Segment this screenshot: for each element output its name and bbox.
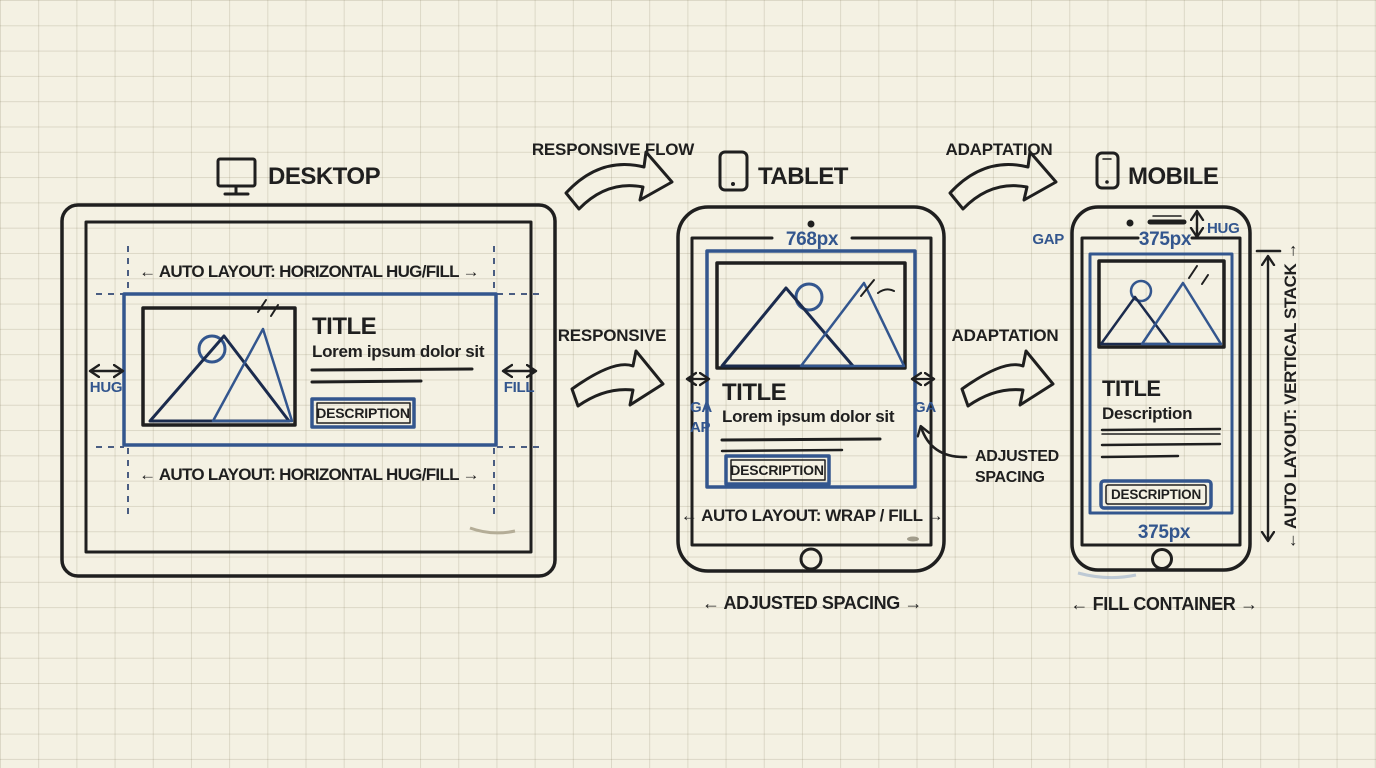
desktop-card-title: TITLE [312,313,377,340]
mobile-width-bottom: 375px [1138,522,1191,543]
adjusted-spacing-note: ADJUSTED SPACING [921,427,1059,486]
adaptation-mid-label: ADAPTATION [952,326,1059,345]
monitor-icon [216,157,257,196]
sketch-marks [860,279,895,297]
tablet-outer-frame [676,205,946,573]
desktop-button-label: DESCRIPTION [316,405,410,421]
tablet-header: TABLET [718,150,849,192]
tablet-gap-right: GA [914,399,936,416]
sketch-marks [1188,265,1209,285]
responsive-flow-arrow [564,150,674,211]
tablet-gap-left-line2: AP [690,419,711,436]
mountain-icon [1099,295,1172,346]
tablet-gap-left-line1: GA [690,399,712,416]
home-button-icon [799,547,823,571]
pencil-smudge [1077,571,1137,580]
mobile-device: 375px GAP HUG TITLE Description [1032,205,1258,614]
responsive-flow-label: RESPONSIVE FLOW [532,140,695,159]
desktop-card-subtitle: Lorem ipsum dolor sit [312,342,485,361]
home-button-icon [1151,548,1173,570]
desktop-hug-label: HUG [90,379,122,396]
phone-icon [1095,151,1120,190]
sun-icon [1129,279,1153,303]
adaptation-top-arrow [948,150,1058,211]
desktop-image-placeholder [141,299,297,427]
mountain-icon [720,286,855,368]
adjusted-spacing-line2: SPACING [975,469,1045,486]
text-placeholder-lines [1100,427,1222,459]
tablet-card-frame [705,249,917,489]
pencil-smudge [469,526,516,535]
desktop-title: DESKTOP [268,163,381,190]
tablet-below-label: ← ADJUSTED SPACING → [702,593,922,613]
camera-dot-icon [1126,219,1134,227]
desktop-layout-guides [96,246,542,518]
mobile-image-placeholder [1097,259,1226,349]
mobile-outer-frame [1070,205,1252,572]
tablet-annotation-bottom: ← AUTO LAYOUT: WRAP / FILL → [681,506,943,525]
tablet-icon [718,150,749,192]
tablet-button-label: DESCRIPTION [730,462,824,478]
adjusted-spacing-line1: ADJUSTED [975,448,1059,465]
sun-icon [794,282,824,312]
adaptation-top-label: ADAPTATION [946,140,1053,159]
tablet-screen [690,236,933,547]
mobile-card-title: TITLE [1102,376,1161,401]
tablet-description-button: DESCRIPTION [724,454,831,486]
mobile-title: MOBILE [1128,163,1219,190]
sun-icon [197,334,227,364]
responsive-mid-arrow [570,349,665,408]
desktop-annotation-top: ← AUTO LAYOUT: HORIZONTAL HUG/FILL → [139,262,479,281]
sketch-marks [257,299,279,317]
note-pointer-arrow [921,427,968,459]
mobile-gap-label: GAP [1032,231,1064,248]
responsive-mid-label: RESPONSIVE [558,326,667,345]
ink-blot [907,536,919,542]
mobile-card-subtitle: Description [1102,404,1192,423]
tablet-width-label: 768px [786,229,839,250]
mobile-button-label: DESCRIPTION [1111,487,1201,502]
desktop-header: DESKTOP [216,157,381,196]
desktop-device: ← AUTO LAYOUT: HORIZONTAL HUG/FILL → TIT… [60,203,557,578]
mobile-card-frame [1088,252,1234,515]
mobile-header: MOBILE [1095,151,1219,190]
text-placeholder-lines [310,367,474,384]
mobile-description-button: DESCRIPTION [1099,479,1213,510]
mobile-side-annotation: ← AUTO LAYOUT: VERTICAL STACK → [1281,243,1300,550]
desktop-annotation-bottom: ← AUTO LAYOUT: HORIZONTAL HUG/FILL → [139,465,479,484]
mountain-icon [211,327,294,423]
desktop-fill-label: FILL [504,379,535,396]
text-placeholder-lines [720,437,882,453]
adaptation-mid-arrow [960,349,1055,408]
desktop-screen [84,220,533,554]
desktop-description-button: DESCRIPTION [310,397,416,429]
mobile-width-top: 375px [1139,229,1192,250]
tablet-image-placeholder [715,261,907,370]
mountain-icon [799,281,906,368]
mobile-below-label: ← FILL CONTAINER → [1070,594,1257,614]
tablet-device: 768px TITLE Lorem ipsum dolor sit DESCRI… [676,205,946,613]
tablet-card-subtitle: Lorem ipsum dolor sit [722,407,895,426]
camera-dot-icon [807,220,815,228]
tablet-title: TABLET [758,163,849,190]
tablet-card-title: TITLE [722,379,787,406]
desktop-outer-frame [60,203,557,578]
vertical-stack-annotation: ← AUTO LAYOUT: VERTICAL STACK → [1255,243,1300,550]
mobile-screen [1080,236,1242,547]
mobile-hug-label: HUG [1207,220,1239,237]
mountain-icon [1140,281,1223,346]
